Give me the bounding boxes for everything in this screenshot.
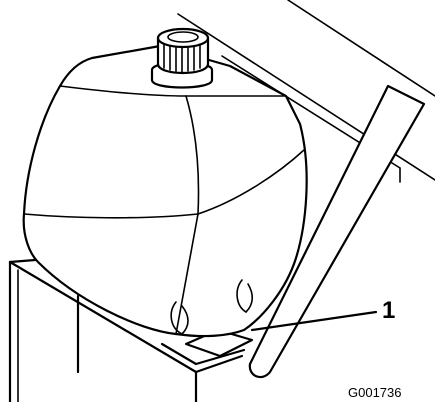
tank-cap: [150, 27, 214, 89]
fuel-tank: [22, 44, 308, 338]
callout-number-1: 1: [382, 297, 395, 324]
callout-leader: [250, 310, 378, 332]
frame-tube: [248, 84, 426, 379]
figure-id: G001736: [348, 385, 402, 400]
